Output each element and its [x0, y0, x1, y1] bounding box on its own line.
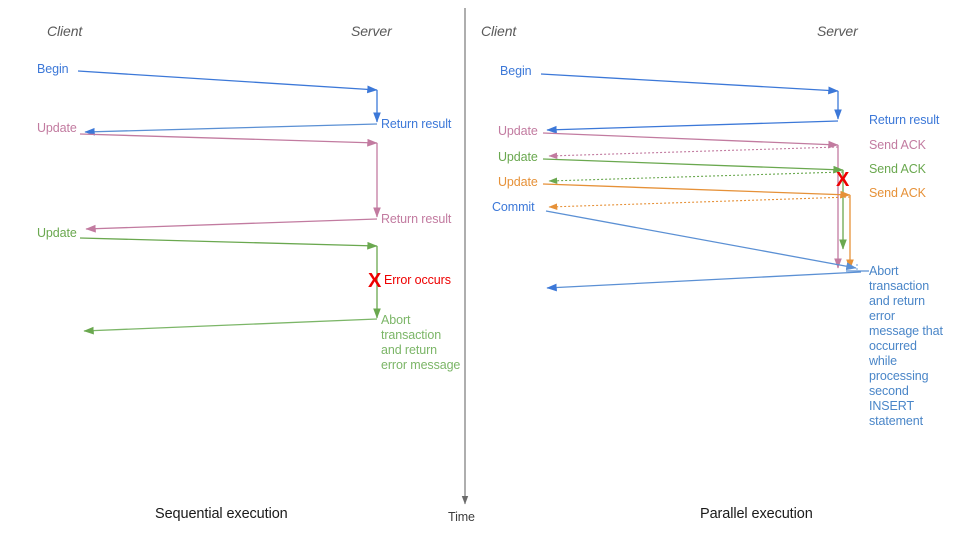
left-actor-client: Client [47, 23, 83, 39]
left-arrow-update-1 [79, 133, 378, 147]
right-message-ack-1: Send ACK [869, 138, 926, 152]
left-actor-server: Server [351, 23, 392, 39]
left-message-return-1: Return result [381, 117, 452, 131]
right-message-ack-3: Send ACK [869, 186, 926, 200]
left-message-begin: Begin [37, 62, 69, 76]
right-arrow-update-3 [542, 183, 851, 199]
right-arrow-return [546, 120, 839, 134]
right-message-begin: Begin [500, 64, 532, 78]
right-arrow-update-1 [542, 132, 839, 149]
left-arrow-return-1 [84, 123, 378, 136]
time-axis-label: Time [448, 510, 475, 524]
right-arrow-ack-2 [548, 171, 844, 185]
left-arrow-abort [83, 318, 378, 335]
left-message-update-2: Update [37, 226, 77, 240]
right-arrow-ack-1 [548, 146, 839, 160]
left-message-update-1: Update [37, 121, 77, 135]
left-arrow-return-2 [85, 218, 378, 233]
right-panel-caption: Parallel execution [700, 506, 813, 522]
left-message-error: Error occurs [384, 273, 451, 287]
right-arrow-begin [540, 73, 839, 95]
right-arrow-ack-3 [548, 196, 851, 211]
right-error-x-icon: X [836, 169, 850, 191]
right-abort-note: Abort transaction and return error messa… [869, 264, 943, 428]
right-panel-flows [540, 73, 869, 292]
right-actor-server: Server [817, 23, 858, 39]
right-arrow-commit [545, 210, 857, 271]
right-arrow-abort [546, 271, 862, 292]
left-panel-caption: Sequential execution [155, 506, 288, 522]
right-message-update-1: Update [498, 124, 538, 138]
right-message-commit: Commit [492, 200, 535, 214]
right-arrow-update-2 [542, 158, 844, 174]
left-panel-flows [77, 70, 381, 335]
left-message-return-2: Return result [381, 212, 452, 226]
right-actor-client: Client [481, 23, 517, 39]
right-message-return: Return result [869, 113, 940, 127]
right-message-update-3: Update [498, 175, 538, 189]
left-error-x-icon: X [368, 270, 382, 292]
left-arrow-begin [77, 70, 378, 94]
left-abort-note: Abort transaction and return error messa… [381, 313, 461, 372]
right-message-ack-2: Send ACK [869, 162, 926, 176]
left-arrow-update-2 [79, 237, 378, 250]
right-message-update-2: Update [498, 150, 538, 164]
